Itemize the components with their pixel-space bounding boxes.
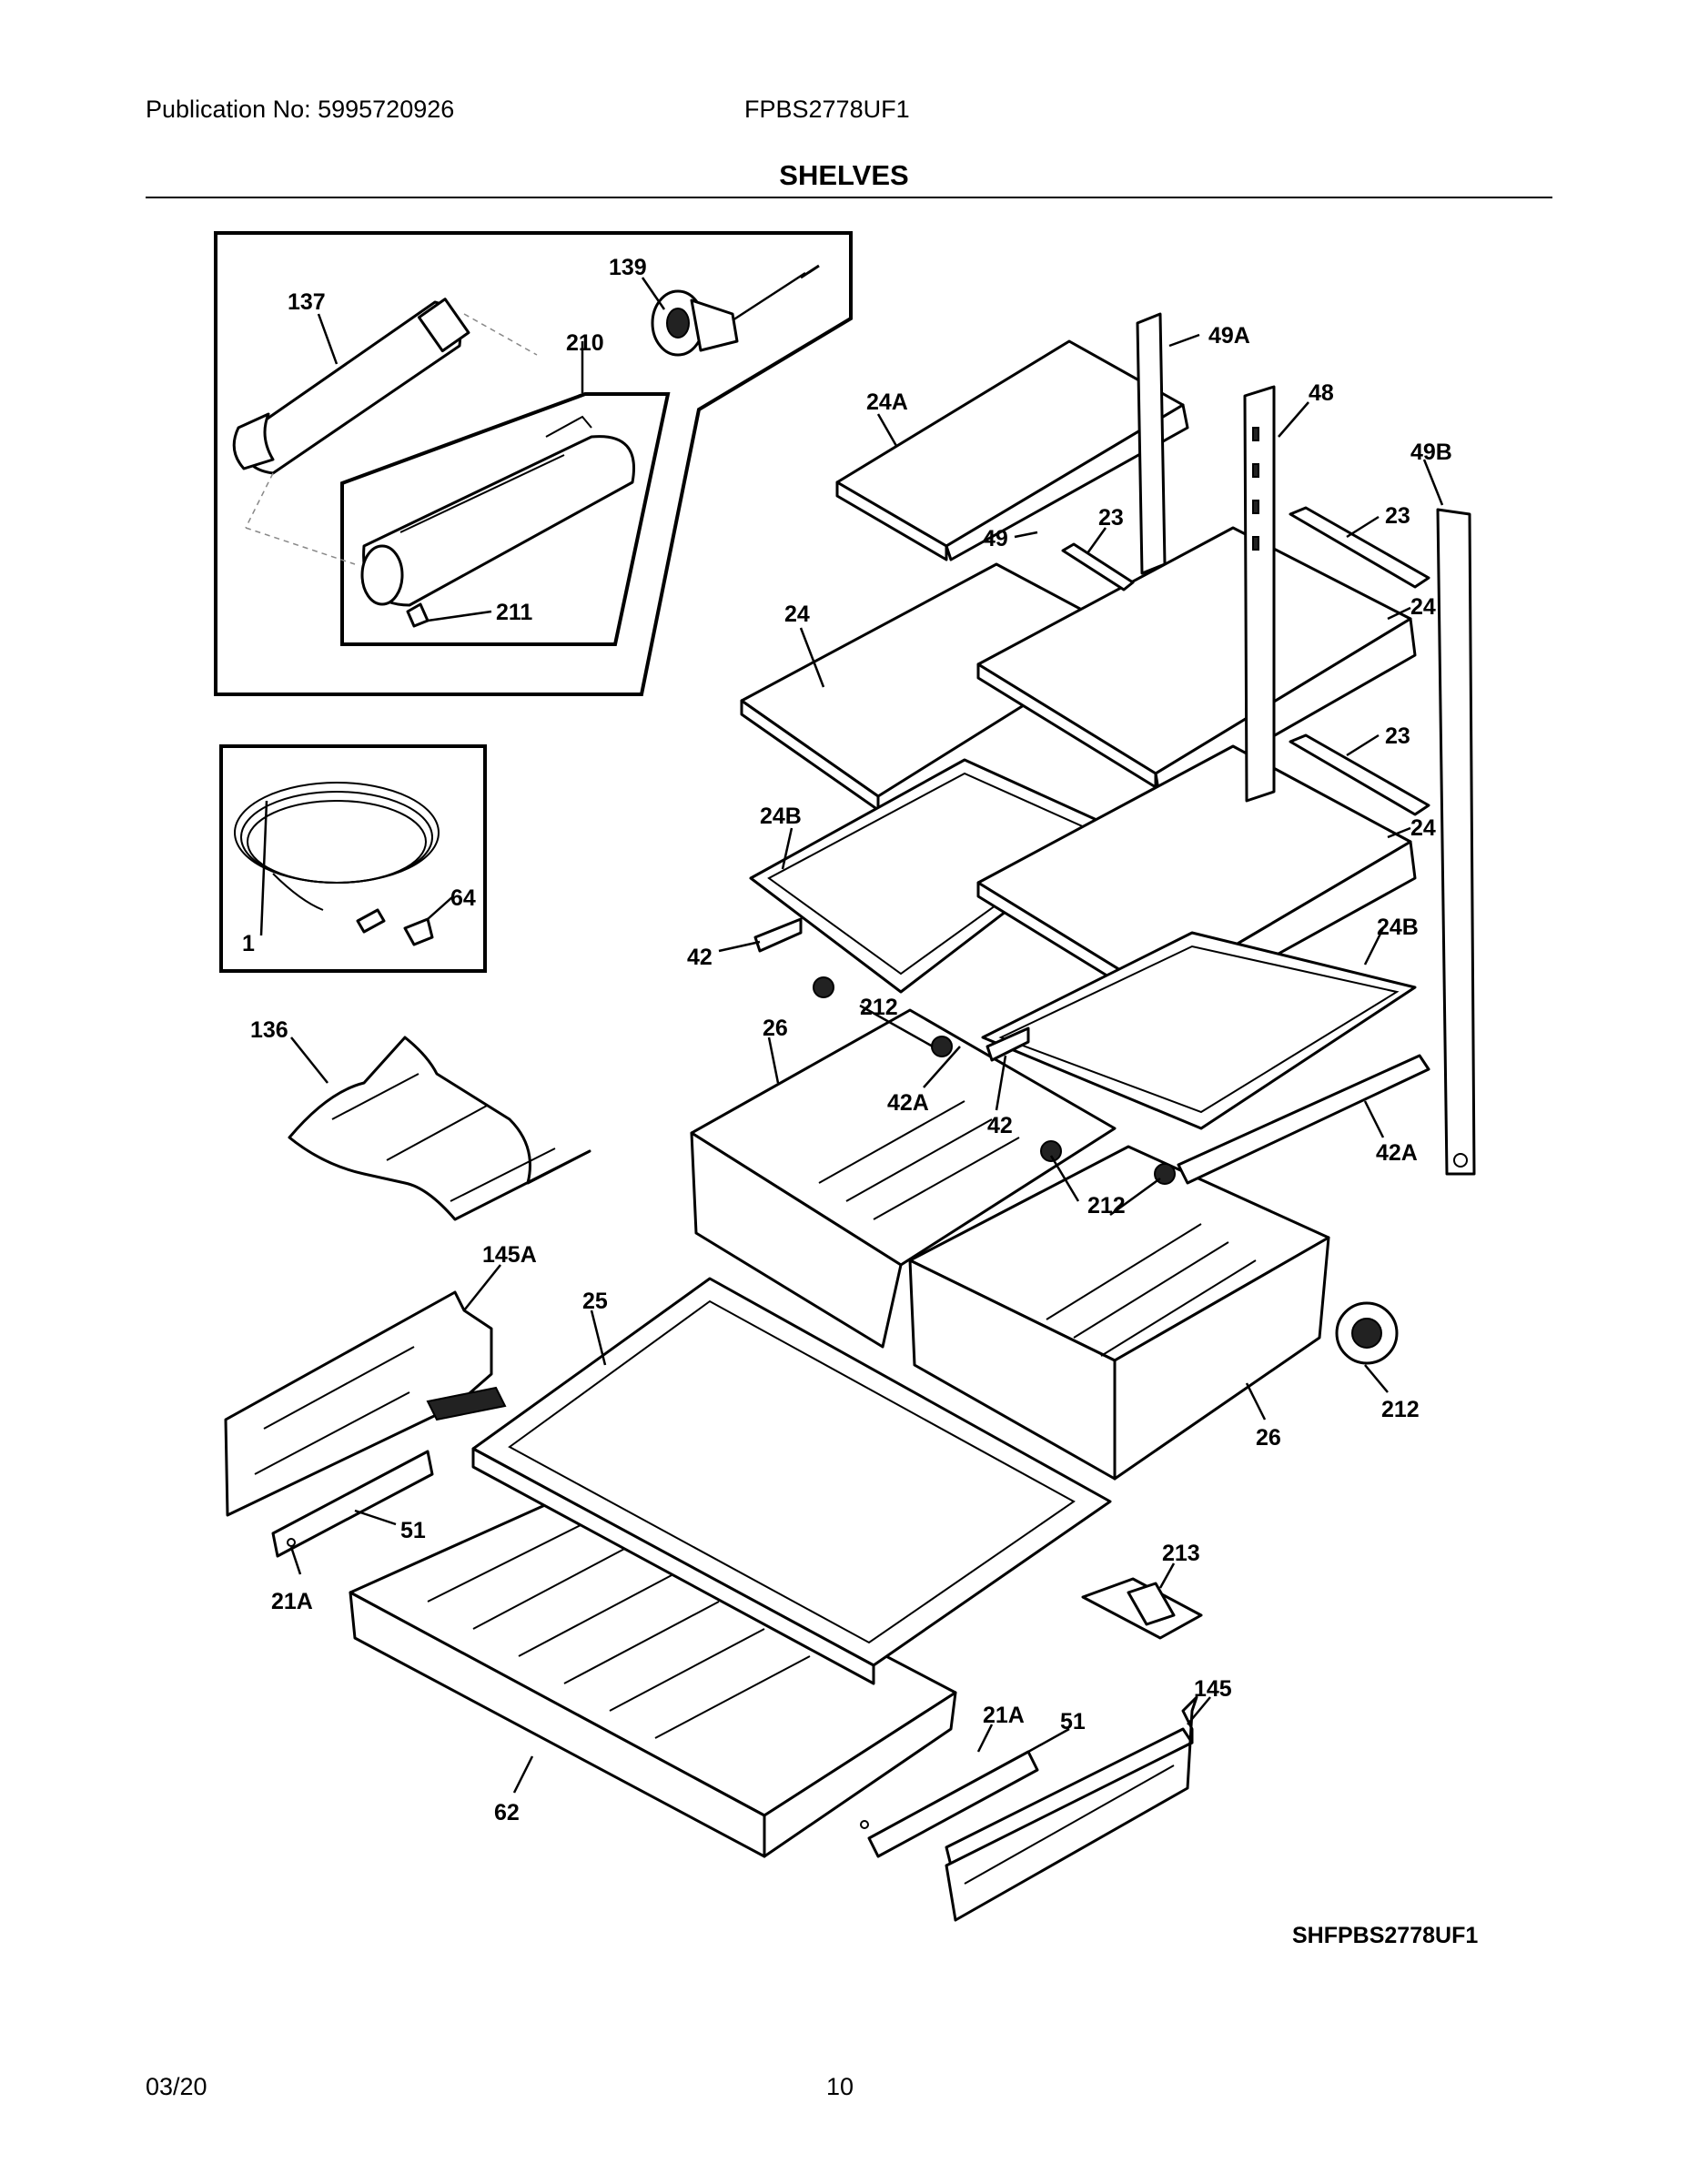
filter-inset-box <box>214 231 853 696</box>
callout-24-right-lower: 24 <box>1410 815 1436 841</box>
callout-62: 62 <box>494 1800 520 1825</box>
water-filter-cartridge <box>232 298 538 565</box>
callout-212-right: 212 <box>1381 1397 1420 1422</box>
left-crisper-drawer <box>690 1008 1117 1349</box>
cover-bracket <box>1081 1577 1203 1640</box>
callout-211: 211 <box>496 600 532 625</box>
rear-rail-48 <box>1243 385 1276 803</box>
water-line-inset-box <box>219 744 487 973</box>
callout-23-upper-left: 23 <box>1098 505 1124 531</box>
callout-49b: 49B <box>1410 440 1452 465</box>
callout-48: 48 <box>1309 380 1334 406</box>
shelf-support-center <box>986 1026 1030 1062</box>
callout-51-right: 51 <box>1060 1709 1086 1734</box>
crisper-cover <box>471 1277 1112 1685</box>
divider-rail-right-middle <box>1289 733 1430 816</box>
publication-number: Publication No: 5995720926 <box>146 96 455 123</box>
crisper-roller-upper <box>813 976 953 1057</box>
callout-213: 213 <box>1162 1541 1200 1566</box>
callout-210: 210 <box>566 330 604 356</box>
callout-49a: 49A <box>1208 323 1250 349</box>
callout-42-left: 42 <box>687 945 713 970</box>
callout-25: 25 <box>582 1289 608 1314</box>
callout-21a-right: 21A <box>983 1703 1025 1728</box>
water-tubing-coil <box>234 782 440 911</box>
title-rule <box>146 197 1552 198</box>
right-slide-rail <box>860 1750 1039 1858</box>
callout-24-right-upper: 24 <box>1410 594 1436 620</box>
right-crisper-drawer <box>908 1145 1330 1481</box>
divider-rail-right-upper <box>1289 506 1430 589</box>
callout-42a-center: 42A <box>887 1090 929 1116</box>
callout-212-middle: 212 <box>1087 1193 1126 1218</box>
model-number: FPBS2778UF1 <box>744 96 910 123</box>
callout-136: 136 <box>250 1017 288 1043</box>
callout-145a: 145A <box>482 1242 537 1268</box>
page-number: 10 <box>826 2073 854 2100</box>
shelf-support-left <box>753 917 803 953</box>
filter-housing-subbox <box>340 392 671 646</box>
callout-1: 1 <box>242 931 255 956</box>
callout-42-center: 42 <box>987 1113 1013 1138</box>
callout-212-upper: 212 <box>860 995 898 1020</box>
top-shelf-24a <box>835 339 1189 561</box>
callout-64: 64 <box>450 885 476 911</box>
filter-head <box>651 264 820 357</box>
callout-24a: 24A <box>866 389 908 415</box>
callout-51-left: 51 <box>400 1518 426 1543</box>
tube-fitting <box>356 908 434 946</box>
filter-housing <box>360 415 635 607</box>
left-slide-rail <box>271 1450 434 1558</box>
callout-21a-left: 21A <box>271 1589 313 1614</box>
page-title: SHELVES <box>779 159 909 191</box>
callout-139: 139 <box>609 255 647 280</box>
callout-23-right-upper: 23 <box>1385 503 1410 529</box>
footer-date: 03/20 <box>146 2073 207 2100</box>
shelf-support-right <box>1177 1054 1430 1185</box>
callout-24b-right: 24B <box>1377 915 1419 940</box>
callout-24b-left: 24B <box>760 804 802 829</box>
divider-rail-upper-left <box>1061 542 1135 592</box>
diagram-code: SHFPBS2778UF1 <box>1292 1923 1478 1948</box>
crisper-roller-right <box>1335 1301 1399 1365</box>
shelf-liner <box>288 1036 591 1221</box>
callout-24-left: 24 <box>784 602 810 627</box>
callout-23-right-middle: 23 <box>1385 723 1410 749</box>
callout-49: 49 <box>983 526 1008 551</box>
callout-26-left: 26 <box>763 1016 788 1041</box>
callout-137: 137 <box>288 289 326 315</box>
bottom-pan <box>349 1491 957 1858</box>
filter-clip <box>406 602 430 628</box>
rear-rail-49a <box>1136 312 1167 575</box>
callout-145: 145 <box>1194 1676 1232 1702</box>
side-rail-49b <box>1436 508 1476 1176</box>
left-trim-cover <box>224 1290 507 1517</box>
leader-lines <box>259 277 1444 1794</box>
right-trim-cover <box>945 1695 1198 1922</box>
right-shelf-24b <box>981 931 1417 1130</box>
callout-26-right: 26 <box>1256 1425 1281 1451</box>
callout-42a-right: 42A <box>1376 1140 1418 1166</box>
